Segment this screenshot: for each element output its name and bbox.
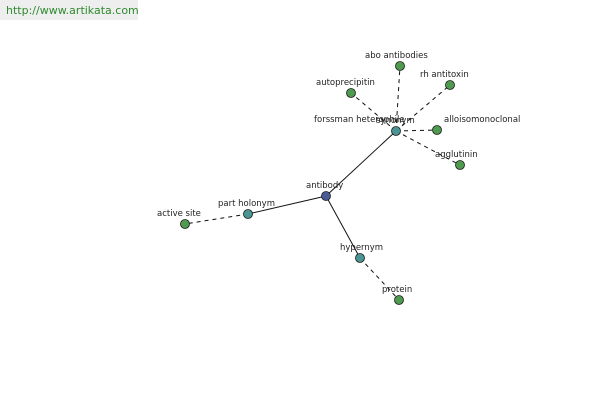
edge-antibody-to-synonym bbox=[325, 130, 397, 197]
edge-layer bbox=[184, 65, 461, 301]
node-label-rh-antitoxin[interactable]: rh antitoxin bbox=[420, 70, 469, 80]
edge-synonym-to-autoprecipitin bbox=[350, 92, 397, 132]
edge-synonym-to-abo-antibodies bbox=[395, 65, 401, 132]
url-bar: http://www.artikata.com bbox=[0, 0, 139, 20]
node-label-alloisomonoclonal[interactable]: alloisomonoclonal bbox=[444, 115, 520, 125]
site-url-link[interactable]: http://www.artikata.com bbox=[6, 4, 139, 17]
node-autoprecipitin[interactable] bbox=[346, 88, 356, 98]
node-rh-antitoxin[interactable] bbox=[445, 80, 455, 90]
node-abo-antibodies[interactable] bbox=[395, 61, 405, 71]
node-label-synonym[interactable]: synonym bbox=[376, 116, 415, 126]
node-synonym[interactable] bbox=[391, 126, 401, 136]
node-protein[interactable] bbox=[394, 295, 404, 305]
edge-antibody-to-part-holonym bbox=[247, 195, 327, 215]
node-label-forssman[interactable]: forssman heterophile bbox=[314, 115, 405, 125]
node-label-part-holonym[interactable]: part holonym bbox=[218, 199, 275, 209]
edge-antibody-to-hypernym bbox=[325, 195, 361, 259]
node-agglutinin[interactable] bbox=[455, 160, 465, 170]
node-label-active-site[interactable]: active site bbox=[157, 209, 201, 219]
edge-part-holonym-to-active-site bbox=[184, 213, 249, 225]
node-alloisomonoclonal[interactable] bbox=[432, 125, 442, 135]
node-layer: antibody synonym part holonym hypernym abo a… bbox=[157, 51, 520, 305]
node-active-site[interactable] bbox=[180, 219, 190, 229]
node-label-autoprecipitin[interactable]: autoprecipitin bbox=[316, 78, 375, 88]
node-label-protein[interactable]: protein bbox=[382, 285, 412, 295]
node-hypernym[interactable] bbox=[355, 253, 365, 263]
node-label-hypernym[interactable]: hypernym bbox=[340, 243, 383, 253]
node-part-holonym[interactable] bbox=[243, 209, 253, 219]
edge-synonym-to-alloisomonoclonal bbox=[395, 129, 438, 132]
node-label-antibody[interactable]: antibody bbox=[306, 181, 343, 191]
edge-synonym-to-rh-antitoxin bbox=[395, 84, 451, 132]
node-antibody[interactable] bbox=[321, 191, 331, 201]
node-label-abo-antibodies[interactable]: abo antibodies bbox=[365, 51, 428, 61]
node-label-agglutinin[interactable]: agglutinin bbox=[435, 150, 478, 160]
edge-hypernym-to-protein bbox=[359, 257, 400, 301]
